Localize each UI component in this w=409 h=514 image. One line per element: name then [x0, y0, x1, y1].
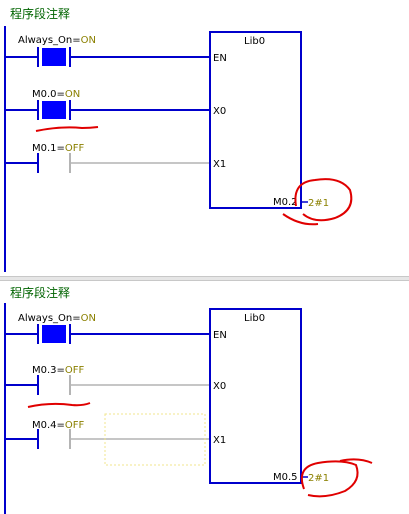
- contact-m0-3[interactable]: [37, 375, 71, 395]
- block-output: M0.2: [273, 197, 298, 208]
- network-2[interactable]: 程序段注释 Always_On=ON M0.3=OFF M0.4=OFF: [0, 281, 409, 514]
- selection-box[interactable]: [104, 413, 206, 466]
- contact-always-on[interactable]: [37, 324, 71, 344]
- contact-energized: [42, 101, 66, 119]
- network-separator: [0, 276, 409, 281]
- contact-m0-0[interactable]: [37, 100, 71, 120]
- red-circle-annotation: [300, 460, 359, 498]
- block-input-en: EN: [213, 53, 227, 64]
- block-input-x0: X0: [213, 106, 226, 117]
- contact-energized: [42, 48, 66, 66]
- block-input-x1: X1: [213, 159, 226, 170]
- block-input-en: EN: [213, 330, 227, 341]
- ladder-network-1: 程序段注释 Always_On=ON M0.0=ON M0.1=OFF: [4, 6, 353, 272]
- contact-label: M0.1=OFF: [32, 143, 85, 154]
- contact-m0-4[interactable]: [37, 429, 71, 449]
- contact-label: M0.4=OFF: [32, 420, 85, 431]
- function-block-lib0[interactable]: Lib0 EN X0 X1 M0.2: [209, 31, 302, 209]
- contact-energized: [42, 325, 66, 343]
- red-underline-annotation: [27, 402, 91, 408]
- block-input-x0: X0: [213, 381, 226, 392]
- red-stroke-annotation: [282, 213, 319, 226]
- red-underline-annotation: [35, 126, 99, 132]
- contact-label: Always_On=ON: [18, 35, 96, 46]
- network-comment[interactable]: 程序段注释: [10, 285, 70, 300]
- block-input-x1: X1: [213, 435, 226, 446]
- block-output: M0.5: [273, 472, 298, 483]
- block-frame: [209, 308, 302, 484]
- block-title: Lib0: [244, 36, 265, 47]
- network-1[interactable]: 程序段注释 Always_On=ON M0.0=ON M0.1=OFF: [0, 0, 409, 272]
- contact-always-on[interactable]: [37, 47, 71, 67]
- contact-label: Always_On=ON: [18, 313, 96, 324]
- contact-m0-1[interactable]: [37, 153, 71, 173]
- block-frame: [209, 31, 302, 209]
- output-value: 2#1: [308, 198, 329, 209]
- network-comment[interactable]: 程序段注释: [10, 6, 70, 21]
- output-value: 2#1: [308, 473, 329, 484]
- red-circle-annotation: [294, 178, 353, 222]
- block-title: Lib0: [244, 313, 265, 324]
- red-stroke-annotation: [339, 458, 373, 464]
- ladder-network-2: 程序段注释 Always_On=ON M0.3=OFF M0.4=OFF: [4, 285, 373, 514]
- function-block-lib0[interactable]: Lib0 EN X0 X1 M0.5: [209, 308, 302, 484]
- contact-label: M0.3=OFF: [32, 365, 85, 376]
- contact-label: M0.0=ON: [32, 89, 80, 100]
